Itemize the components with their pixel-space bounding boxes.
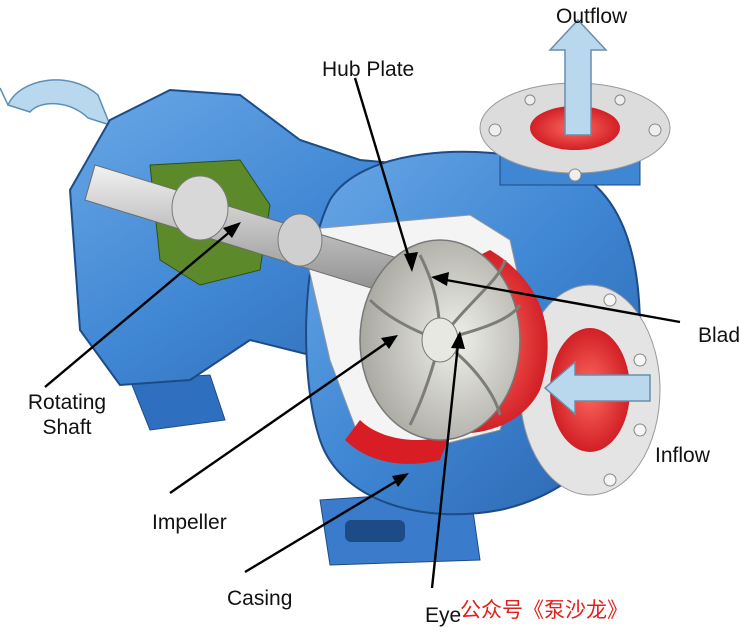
- label-hub-plate: Hub Plate: [322, 58, 415, 81]
- label-eye: Eye: [425, 604, 462, 627]
- leader-rotating-shaft: [44, 224, 239, 388]
- label-rotating-shaft-line2: Shaft: [42, 416, 92, 440]
- leader-arrowheads: [223, 222, 465, 487]
- rotating-shaft: [84, 164, 421, 301]
- watermark-text: 公众号《泵沙龙》: [460, 599, 628, 622]
- label-rotating-shaft-line1: Rotating: [27, 391, 107, 414]
- label-inflow: Inflow: [655, 444, 710, 467]
- leader-lines: [44, 77, 681, 589]
- label-outflow: Outflow: [556, 5, 628, 28]
- outflow-arrow-icon: [548, 18, 608, 136]
- leader-casing: [244, 474, 406, 574]
- rotation-arrow-icon: [0, 79, 112, 127]
- leader-hub-plate: [353, 77, 414, 269]
- leader-eye: [430, 334, 461, 589]
- lower-passage-red: [345, 420, 450, 464]
- inflow-arrow-icon: [543, 360, 651, 416]
- label-impeller: Impeller: [152, 511, 227, 534]
- impeller: [359, 239, 522, 441]
- label-rotating-shaft: Rotating Shaft: [22, 390, 112, 440]
- label-blade: Blad: [698, 324, 739, 347]
- label-casing: Casing: [227, 587, 293, 610]
- volute-passage-red: [430, 250, 548, 434]
- leader-impeller: [169, 336, 396, 494]
- leader-blade: [434, 276, 681, 324]
